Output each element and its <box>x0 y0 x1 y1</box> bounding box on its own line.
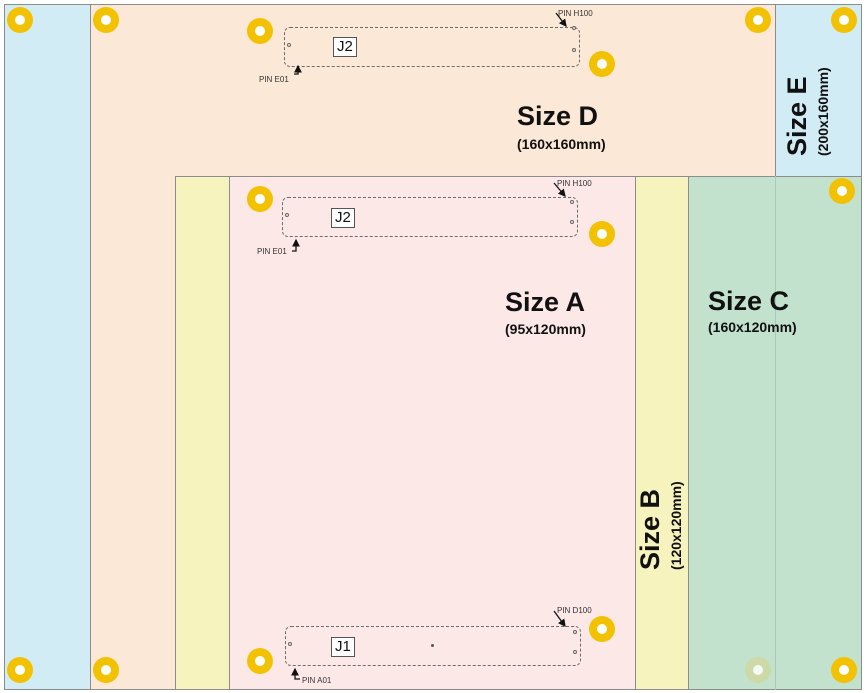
arrow-icon <box>291 667 300 680</box>
connector-outline <box>284 27 580 67</box>
pin-marker <box>573 630 577 634</box>
mounting-hole-icon <box>7 657 33 683</box>
mounting-hole-icon <box>93 7 119 33</box>
size-d-title: Size D <box>517 101 599 131</box>
size-d-dims: (160x160mm) <box>517 136 606 152</box>
mounting-hole-icon <box>589 51 615 77</box>
connector-outline <box>285 626 581 666</box>
mounting-hole-icon <box>247 648 273 674</box>
mounting-hole-icon <box>831 657 857 683</box>
region-size-a <box>229 176 636 690</box>
size-e-dims: (200x160mm) <box>815 67 831 156</box>
size-a-title: Size A <box>505 287 586 317</box>
arrow-icon <box>294 64 302 75</box>
pin-label: PIN H100 <box>558 9 593 18</box>
mounting-hole-icon <box>829 178 855 204</box>
mounting-hole-icon <box>831 7 857 33</box>
mounting-hole-icon <box>93 657 119 683</box>
connector-name: J2 <box>333 37 357 57</box>
arrow-icon <box>555 12 567 28</box>
connector-outline <box>282 197 578 237</box>
pin-label: PIN D100 <box>557 606 592 615</box>
pin-marker <box>572 48 576 52</box>
size-e-title: Size E <box>782 76 812 156</box>
center-dot <box>431 644 434 647</box>
pin-marker <box>570 220 574 224</box>
mounting-hole-icon <box>247 186 273 212</box>
arrow-icon <box>292 238 300 252</box>
pin-marker <box>572 26 576 30</box>
mounting-hole-icon <box>7 7 33 33</box>
size-c-dims: (160x120mm) <box>708 319 797 335</box>
size-b-title: Size B <box>635 488 665 570</box>
mounting-hole-icon <box>745 657 771 683</box>
arrow-icon <box>553 182 566 197</box>
connector-name: J1 <box>331 637 355 657</box>
pin-label: PIN E01 <box>257 247 287 256</box>
mounting-hole-icon <box>745 7 771 33</box>
pin-marker <box>570 200 574 204</box>
mounting-hole-icon <box>247 18 273 44</box>
size-c-title: Size C <box>708 286 790 316</box>
pin-label: PIN E01 <box>259 75 289 84</box>
pin-marker <box>288 642 292 646</box>
connector-name: J2 <box>331 208 355 228</box>
arrow-icon <box>553 610 566 628</box>
mounting-hole-icon <box>589 616 615 642</box>
size-e-edge-line <box>775 176 776 690</box>
mounting-hole-icon <box>589 221 615 247</box>
pin-marker <box>573 650 577 654</box>
pin-marker <box>285 213 289 217</box>
pin-marker <box>287 43 291 47</box>
pin-label: PIN H100 <box>557 179 592 188</box>
size-a-dims: (95x120mm) <box>505 321 586 337</box>
size-b-dims: (120x120mm) <box>668 481 684 570</box>
pin-label: PIN A01 <box>302 676 332 685</box>
